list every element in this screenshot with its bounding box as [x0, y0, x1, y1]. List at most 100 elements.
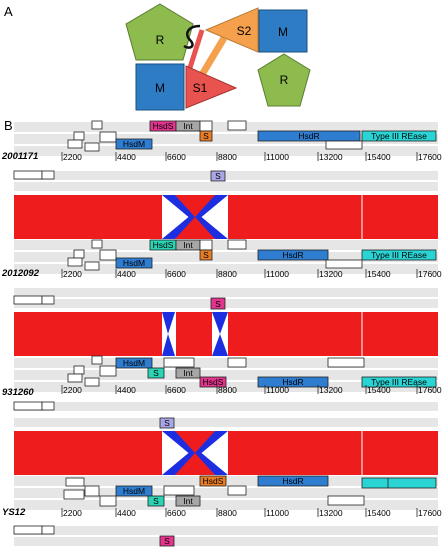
gene-box-small — [65, 477, 85, 487]
linker-loop — [183, 24, 201, 49]
gene-hsdr-ys12-label: HsdR — [282, 476, 303, 486]
gene-box-small — [91, 239, 103, 249]
gene-type3-2001171-label: Type III REase — [371, 131, 427, 141]
gene-s-below-2012092-label: S — [215, 299, 221, 309]
axis-2012092-tick-label-15400: 15400 — [367, 269, 391, 279]
gene-box-small — [13, 170, 43, 180]
track-ys12-mid — [14, 488, 438, 498]
axis-2001171-tick-label-6600: 6600 — [167, 152, 186, 162]
gene-s-below-ys12-label: S — [164, 536, 170, 546]
track-2012092-mid — [14, 252, 438, 262]
gene-hsds-931260 — [199, 376, 227, 388]
gene-box-small — [163, 485, 195, 496]
gene-int-931260 — [175, 367, 201, 379]
track-2012092-low — [14, 264, 438, 274]
gene-s-below-ys12 — [159, 535, 175, 547]
axis-ys12-tick-label-17600: 17600 — [418, 508, 442, 518]
gene-hsds-931260-label: HsdS — [203, 377, 224, 387]
gene-box-small — [67, 139, 83, 149]
gene-box-small — [41, 401, 55, 411]
gene-box-small — [41, 170, 55, 180]
gene-box-small — [99, 495, 117, 507]
synteny-block-2-middle — [176, 312, 212, 356]
strain-name-2012092: 2012092 — [1, 268, 40, 279]
gene-s-2012092 — [199, 249, 213, 261]
gene-hsdr-931260 — [257, 376, 329, 388]
gene-box-small — [163, 357, 195, 368]
gene-box-small — [99, 131, 117, 143]
gene-box-small — [73, 365, 85, 375]
gene-hsds-ys12 — [199, 475, 227, 487]
gene-hsdm-2012092-label: HsdM — [123, 258, 145, 268]
gene-hsdr-2012092 — [257, 249, 329, 261]
gene-box-small — [84, 485, 100, 497]
gene-hsds-2001171-label: HsdS — [153, 121, 174, 131]
axis-2001171-tick-label-13200: 13200 — [319, 152, 343, 162]
track-ys12-above — [14, 418, 438, 427]
gene-box-small — [13, 295, 43, 305]
s2-subunit-label: S2 — [237, 24, 252, 38]
axis-2001171-tick-label-2200: 2200 — [63, 152, 82, 162]
gene-s-2001171-label: S — [203, 131, 209, 141]
gene-box-small — [91, 355, 103, 365]
gene-int-2001171-label: Int — [183, 121, 193, 131]
gene-int-ys12 — [175, 495, 201, 507]
gene-box-small — [199, 120, 213, 132]
gene-s-931260 — [147, 367, 165, 379]
axis-2012092-tick-label-13200: 13200 — [319, 269, 343, 279]
axis-ys12-tick-label-6600: 6600 — [167, 508, 186, 518]
axis-931260-tick-label-2200: 2200 — [63, 385, 82, 395]
gene-hsdr-2012092-label: HsdR — [282, 250, 303, 260]
strain-name-2001171: 2001171 — [1, 151, 38, 162]
gene-box-small — [227, 239, 247, 250]
axis-2001171-tick-label-4400: 4400 — [117, 152, 136, 162]
axis-ys12-tick-label-8800: 8800 — [218, 508, 237, 518]
gene-s-below-2012092 — [210, 297, 226, 310]
gene-hsdr-931260-label: HsdR — [282, 377, 303, 387]
m-subunit-right-label: M — [278, 25, 288, 39]
synteny-block-3-inner-top — [175, 431, 215, 453]
gene-box-small — [84, 261, 100, 271]
gene-s-2001171 — [199, 130, 213, 142]
gene-hsdr-2001171-label: HsdR — [298, 131, 319, 141]
axis-2001171-tick-label-11000: 11000 — [266, 152, 289, 162]
gene-box-small — [84, 142, 100, 152]
gene-hsdr-ys12 — [257, 475, 329, 487]
axis-2012092-tick-label-8800: 8800 — [218, 269, 237, 279]
gene-s-ys12-label: S — [153, 496, 159, 506]
gene-type3-2001171 — [361, 130, 437, 142]
gene-hsdm-931260-label: HsdM — [123, 358, 145, 368]
axis-931260-tick-label-17600: 17600 — [418, 385, 442, 395]
gene-box-small — [327, 495, 365, 506]
gene-hsdm-ys12-label: HsdM — [123, 486, 145, 496]
axis-ys12-tick-label-11000: 11000 — [266, 508, 289, 518]
gene-hsdr-2001171 — [257, 130, 361, 142]
track-2012092-top — [14, 240, 438, 250]
gene-s-931260-label: S — [153, 368, 159, 378]
gene-s-above-ys12 — [159, 417, 175, 429]
synteny-block-1-inner-top — [175, 195, 215, 217]
gene-hsds-ys12-label: HsdS — [203, 476, 224, 486]
gene-box-small — [13, 525, 43, 535]
track-2012092-extra-2 — [14, 299, 438, 308]
track-2001171-extra-1 — [14, 171, 438, 180]
strain-name-YS12: YS12 — [2, 507, 26, 518]
gene-type3-2012092 — [361, 249, 437, 261]
gene-s-2012092-label: S — [203, 250, 209, 260]
synteny-block-2-cone-b-bottom — [212, 334, 228, 356]
gene-hsdm-ys12 — [115, 485, 153, 497]
synteny-block-2-cone-b-top — [212, 312, 228, 334]
gene-s-above-ys12-label: S — [164, 418, 170, 428]
gene-box-small — [73, 249, 85, 259]
axis-931260-tick-label-6600: 6600 — [167, 385, 186, 395]
gene-box-small — [199, 239, 213, 251]
m-subunit-left — [135, 63, 185, 111]
gene-box-small — [13, 401, 43, 411]
gene-box-small — [99, 249, 117, 261]
gene-box-small — [91, 120, 103, 130]
axis-2012092-tick-label-2200: 2200 — [63, 269, 82, 279]
gene-box-small — [327, 357, 365, 368]
gene-hsds-2012092-label: HsdS — [153, 240, 174, 250]
